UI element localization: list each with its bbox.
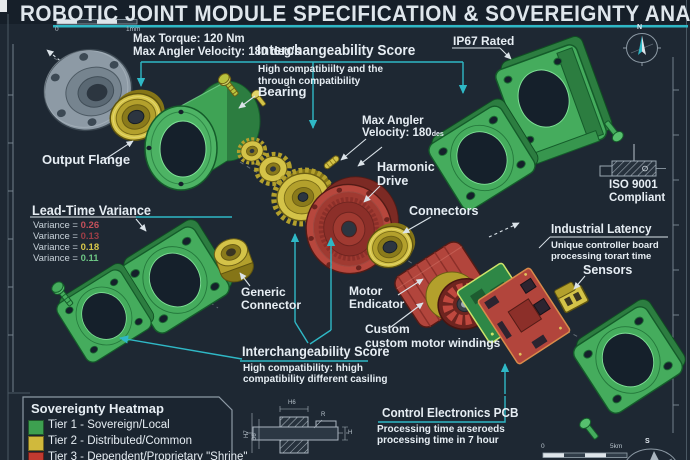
page-title: ROBOTIC JOINT MODULE SPECIFICATION & SOV… xyxy=(20,1,690,26)
dim-d6-label: D6 xyxy=(252,433,258,441)
legend-tier3-label: Tier 3 - Dependent/Proprietary "Shrine" xyxy=(48,451,248,460)
motor-endicator-line2: Endicator xyxy=(349,297,405,311)
interop-top-desc2: through compatibility xyxy=(258,76,361,87)
legend-swatch-tier1 xyxy=(28,420,44,435)
compass-south-icon xyxy=(626,448,676,460)
interop-top-desc1: High compatibiilty and the xyxy=(258,64,384,75)
screw-green-bottom-icon xyxy=(579,417,599,440)
harmonic-line2: Drive xyxy=(377,174,409,188)
legend-swatch-tier3 xyxy=(28,452,44,460)
control-pcb-title: Control Electronics PCB xyxy=(382,406,519,420)
generic-connector-line1: Generic xyxy=(241,285,286,299)
industrial-latency-desc2: processing torart time xyxy=(551,251,652,262)
pcb-red-part xyxy=(477,267,571,365)
dim-h7-label: H7 xyxy=(244,430,250,438)
iso-detail-drawing xyxy=(599,144,666,177)
compass-south-label: S xyxy=(645,438,650,445)
control-pcb-desc2: processing time in 7 hour xyxy=(377,435,499,446)
max-torque-line2: Max Angler Velocity: 180 deg/s xyxy=(133,46,301,58)
screw-yellow-icon xyxy=(217,73,239,97)
harmonic-line1: Harmonic xyxy=(377,160,435,174)
housing-part xyxy=(144,80,261,191)
sensor-part xyxy=(554,281,589,314)
section-drawing xyxy=(246,406,348,454)
generic-connector-line2: Connector xyxy=(241,298,301,312)
output-flange-label: Output Flange xyxy=(42,152,131,167)
ip67-label: IP67 Rated xyxy=(453,34,515,48)
control-pcb-desc1: Processing time arseroeds xyxy=(377,424,505,435)
max-angler-line2: Velocity: 180des xyxy=(362,127,444,139)
cyan-leaders xyxy=(119,61,510,423)
dim-h-label: H xyxy=(348,430,353,436)
scale-top-end-label: 1mm xyxy=(126,26,141,33)
interop-bottom-desc1: High compatibility: hhigh xyxy=(243,363,363,374)
output-flange-part xyxy=(43,48,133,132)
custom-windings-line1: Custom xyxy=(365,322,410,336)
interop-bottom-desc2: compatibility different casiling xyxy=(243,374,388,385)
motor-endicator-line1: Motor xyxy=(349,284,383,298)
legend-swatch-tier2 xyxy=(28,436,44,451)
legend-tier1-label: Tier 1 - Sovereign/Local xyxy=(48,419,170,431)
max-angler-suffix: des xyxy=(431,131,444,138)
left-ruler xyxy=(8,44,14,392)
legend-tier2-label: Tier 2 - Distributed/Common xyxy=(48,435,193,447)
bearing-label: Bearing xyxy=(258,84,307,99)
white-leaders xyxy=(30,47,668,328)
scalebar-top xyxy=(56,19,138,25)
iso9001-line2: Compliant xyxy=(609,192,666,204)
leadtime-item: Variance = 0.13 xyxy=(33,231,100,242)
connectors-label: Connectors xyxy=(409,204,479,218)
compass-north-icon xyxy=(623,33,661,66)
flange-bottom-right-part xyxy=(566,295,690,418)
max-angler-line1: Max Angler xyxy=(362,115,424,127)
iso9001-line1: ISO 9001 xyxy=(609,179,658,191)
legend-box xyxy=(22,396,233,460)
leadtime-item: Variance = 0.26 xyxy=(33,220,100,231)
dim-h6-label: H6 xyxy=(288,400,296,406)
header-rule xyxy=(53,25,688,28)
leadtime-item: Variance = 0.18 xyxy=(33,242,100,253)
leadtime-item: Variance = 0.11 xyxy=(33,253,99,264)
leadtime-title: Lead-Time Variance xyxy=(32,203,151,218)
custom-windings-line2: custom motor windings xyxy=(365,336,501,350)
dim-r-label: R xyxy=(321,412,326,418)
scale-top-start-label: 0 xyxy=(55,26,59,33)
legend-title: Sovereignty Heatmap xyxy=(31,401,164,416)
scale-bottom-start-label: 0 xyxy=(541,443,545,450)
pin-part xyxy=(323,155,340,170)
screw-green-right-icon xyxy=(604,120,624,143)
screw-green-left-icon xyxy=(51,281,74,307)
industrial-latency-desc1: Unique controller board xyxy=(551,240,659,251)
interop-top-title: Interchangeability Score xyxy=(257,43,416,59)
scalebar-bottom xyxy=(542,452,628,458)
max-torque-line1: Max Torque: 120 Nm xyxy=(133,33,245,45)
compass-north-label: N xyxy=(637,24,643,31)
sensors-label: Sensors xyxy=(583,263,633,277)
screw-small-icon xyxy=(251,89,266,107)
industrial-latency-title: Industrial Latency xyxy=(551,222,652,236)
interop-bottom-title: Interchangeability Score xyxy=(242,344,390,359)
scale-bottom-end-label: 5km xyxy=(610,443,623,450)
